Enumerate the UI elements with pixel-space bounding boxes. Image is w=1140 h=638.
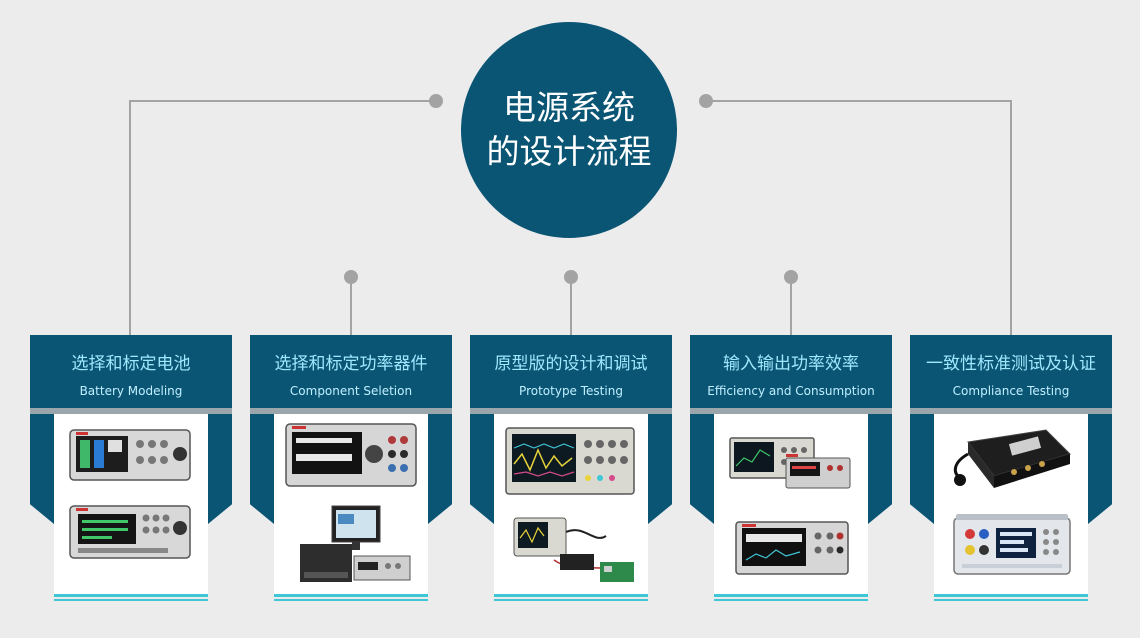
step-image-panel	[54, 414, 208, 596]
power-analyzer-icon	[729, 437, 851, 575]
battery-simulator-icon	[69, 429, 191, 559]
connector-dot	[564, 270, 578, 284]
step-title: 输入输出功率效率	[723, 354, 859, 374]
smu-instrument-icon	[285, 423, 417, 582]
step-subtitle: Component Seletion	[289, 384, 413, 398]
step-divider	[470, 408, 672, 414]
step-accent-bar	[54, 599, 208, 601]
connector-right	[706, 100, 1012, 335]
step-divider	[690, 408, 892, 414]
step-side-flap	[690, 414, 714, 524]
step-side-flap	[250, 414, 274, 524]
compliance-tester-icon	[953, 429, 1071, 575]
step-divider	[250, 408, 452, 414]
step-side-flap	[910, 414, 934, 524]
step-side-flap	[470, 414, 494, 524]
step-divider	[910, 408, 1112, 414]
step-side-flap	[30, 414, 54, 524]
step-title: 选择和标定功率器件	[274, 354, 428, 374]
step-subtitle: Prototype Testing	[519, 384, 623, 398]
step-side-flap	[208, 414, 232, 524]
step-accent-bar	[934, 594, 1088, 597]
step-header: 原型版的设计和调试 Prototype Testing	[470, 335, 672, 408]
step-divider	[30, 408, 232, 414]
step-side-flap	[428, 414, 452, 524]
step-subtitle: Battery Modeling	[79, 384, 183, 398]
central-title-circle: 电源系统 的设计流程	[461, 22, 677, 238]
hub-title-line-1: 电源系统	[503, 88, 635, 127]
step-title: 选择和标定电池	[71, 354, 191, 374]
step-accent-bar	[494, 599, 648, 601]
connector-left	[129, 100, 436, 335]
step-title: 一致性标准测试及认证	[926, 354, 1096, 374]
step-image-panel	[274, 414, 428, 596]
step-accent-bar	[714, 599, 868, 601]
step-accent-bar	[494, 594, 648, 597]
step-side-flap	[868, 414, 892, 524]
connector-dot	[344, 270, 358, 284]
step-header: 选择和标定电池 Battery Modeling	[30, 335, 232, 408]
step-subtitle: Efficiency and Consumption	[707, 384, 875, 398]
connector-dot	[429, 94, 443, 108]
step-subtitle: Compliance Testing	[952, 384, 1070, 398]
step-image-panel	[934, 414, 1088, 596]
step-card-prototype-testing[interactable]: 原型版的设计和调试 Prototype Testing	[470, 335, 672, 601]
step-header: 一致性标准测试及认证 Compliance Testing	[910, 335, 1112, 408]
connector-dot	[784, 270, 798, 284]
hub-title-line-2: 的设计流程	[486, 132, 652, 171]
step-header: 输入输出功率效率 Efficiency and Consumption	[690, 335, 892, 408]
connector-dot	[699, 94, 713, 108]
step-card-battery-modeling[interactable]: 选择和标定电池 Battery Modeling	[30, 335, 232, 601]
step-accent-bar	[274, 599, 428, 601]
step-image-panel	[494, 414, 648, 596]
step-title: 原型版的设计和调试	[494, 354, 648, 374]
step-accent-bar	[54, 594, 208, 597]
step-card-component-selection[interactable]: 选择和标定功率器件 Component Seletion	[250, 335, 452, 601]
step-header: 选择和标定功率器件 Component Seletion	[250, 335, 452, 408]
step-accent-bar	[274, 594, 428, 597]
step-accent-bar	[714, 594, 868, 597]
step-card-compliance-testing[interactable]: 一致性标准测试及认证 Compliance Testing	[910, 335, 1112, 601]
step-accent-bar	[934, 599, 1088, 601]
step-side-flap	[648, 414, 672, 524]
step-card-efficiency[interactable]: 输入输出功率效率 Efficiency and Consumption	[690, 335, 892, 601]
step-side-flap	[1088, 414, 1112, 524]
oscilloscope-icon	[505, 427, 635, 582]
step-image-panel	[714, 414, 868, 596]
